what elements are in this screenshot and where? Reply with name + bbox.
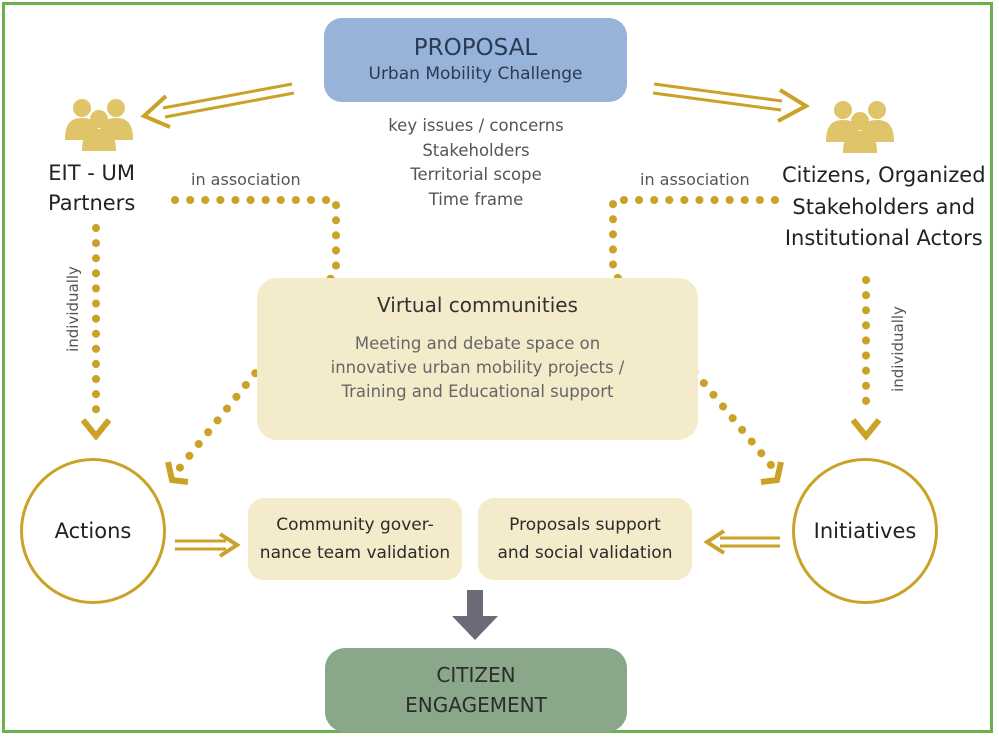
initiatives-circle: Initiatives — [792, 458, 938, 604]
actions-circle: Actions — [20, 458, 166, 604]
proposal-item: Territorial scope — [410, 165, 542, 184]
community-governance-box: Community gover- nance team validation — [248, 498, 462, 580]
arrow-initiatives-to-proposals — [703, 529, 780, 555]
assoc-label-right: in association — [640, 170, 750, 189]
arrow-down-to-engagement — [452, 590, 498, 640]
partners-line-1: EIT - UM — [48, 161, 135, 185]
actions-label: Actions — [54, 519, 132, 543]
proposal-item: key issues / concerns — [388, 116, 564, 135]
citizens-label: Citizens, Organized Stakeholders and Ins… — [782, 160, 986, 255]
chevron-arrowheads — [80, 418, 882, 485]
proposal-items: key issues / concerns Stakeholders Terri… — [340, 114, 612, 212]
partners-line-2: Partners — [48, 191, 136, 215]
proposal-item: Time frame — [428, 189, 524, 209]
citizens-line-1: Citizens, Organized — [782, 163, 986, 187]
initiatives-label: Initiatives — [813, 519, 917, 543]
virtual-title: Virtual communities — [377, 293, 578, 317]
proposal-title: PROPOSAL — [413, 34, 538, 61]
individually-label-left: individually — [64, 266, 82, 352]
citizens-line-3: Institutional Actors — [784, 226, 983, 250]
people-icon — [826, 101, 894, 153]
virtual-line-3: Training and Educational support — [341, 382, 614, 401]
proposals-line-1: Proposals support — [509, 515, 661, 535]
proposals-support-box: Proposals support and social validation — [478, 498, 692, 580]
engagement-line-2: ENGAGEMENT — [405, 693, 547, 717]
individually-label-right: individually — [889, 306, 907, 392]
proposal-box: PROPOSAL Urban Mobility Challenge — [324, 18, 627, 102]
citizens-line-2: Stakeholders and — [792, 194, 976, 219]
virtual-line-2: innovative urban mobility projects / — [330, 358, 625, 377]
proposal-item: Stakeholders — [422, 140, 530, 160]
proposals-line-2: and social validation — [497, 543, 673, 563]
partners-label: EIT - UM Partners — [48, 158, 135, 218]
community-line-2: nance team validation — [259, 543, 451, 563]
arrow-proposal-to-partners — [140, 82, 295, 129]
proposal-subtitle: Urban Mobility Challenge — [368, 63, 583, 84]
virtual-communities-box: Virtual communities Meeting and debate s… — [257, 278, 698, 440]
engagement-line-1: CITIZEN — [436, 663, 516, 687]
assoc-label-left: in association — [191, 170, 301, 189]
arrow-actions-to-community — [175, 532, 241, 558]
arrow-proposal-to-citizens — [652, 82, 811, 123]
community-line-1: Community gover- — [276, 515, 434, 535]
virtual-line-1: Meeting and debate space on — [354, 334, 601, 353]
citizen-engagement-box: CITIZEN ENGAGEMENT — [325, 648, 627, 732]
people-icon — [65, 99, 133, 151]
